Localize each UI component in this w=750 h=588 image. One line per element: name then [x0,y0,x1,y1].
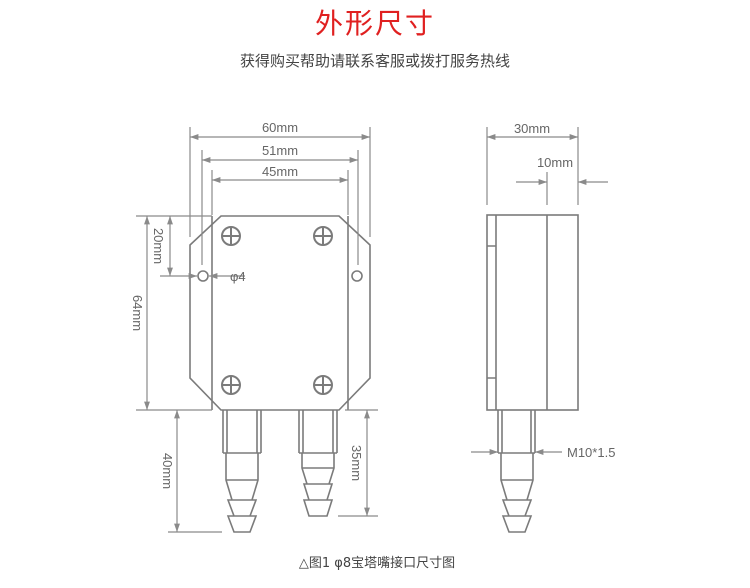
dim-20mm: 20mm [151,228,166,264]
barb-fitting-right [298,410,338,517]
side-view: 30mm 10mm M10*1.5 [471,121,615,533]
dim-hole-diameter: φ4 [230,269,246,284]
barb-fitting-side [497,410,536,533]
dim-45mm: 45mm [262,164,298,179]
dim-60mm: 60mm [262,120,298,135]
screw-icon [221,226,333,395]
housing-outline [189,215,371,411]
dim-40mm: 40mm [160,453,175,489]
mount-hole-left [197,270,209,282]
page-title: 外形尺寸 [314,7,435,40]
figure-caption: △图1 φ8宝塔嘴接口尺寸图 [299,555,455,571]
dim-30mm: 30mm [514,121,550,136]
dim-51mm: 51mm [262,143,298,158]
barb-fitting-left [222,410,262,533]
mount-hole-right [351,270,363,282]
dim-thread: M10*1.5 [567,445,615,460]
front-view: 60mm 51mm 45mm 64mm 20mm φ4 40mm 35mm [130,120,378,533]
dim-10mm: 10mm [537,155,573,170]
dim-64mm: 64mm [130,295,145,331]
dim-35mm: 35mm [349,445,364,481]
page-subtitle: 获得购买帮助请联系客服或拨打服务热线 [239,52,510,70]
